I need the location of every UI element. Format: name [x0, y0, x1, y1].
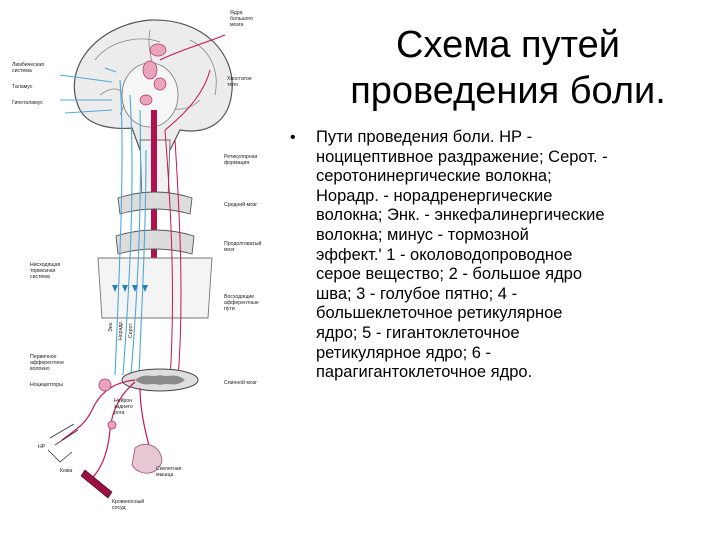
label-serot: Серот.: [128, 322, 134, 338]
svg-text:формация: формация: [224, 160, 249, 166]
svg-text:заднего: заднего: [114, 404, 133, 410]
label-primary-afferent: Первичное: [30, 354, 57, 360]
svg-text:сосуд: сосуд: [112, 505, 126, 511]
label-np: НР: [38, 444, 46, 450]
label-skeletal-muscle: Скелетная: [156, 466, 182, 472]
bullet-line: волокна; минус - тормозной: [316, 225, 529, 244]
label-midbrain: Средний мозг: [224, 201, 257, 208]
label-blood-vessel: Кровеносный: [112, 498, 144, 505]
label-thalamus: Таламус: [12, 84, 33, 90]
bullet-line: серотонинергические волокна;: [316, 167, 552, 186]
label-caudate: Хвостатое: [227, 76, 252, 82]
svg-text:мышца: мышца: [156, 472, 173, 478]
label-limbic: Лимбическая: [12, 62, 44, 68]
bullet-text: Пути проведения боли. НР - ноцицептивное…: [316, 128, 710, 383]
bullet-list: • Пути проведения боли. НР - ноцицептивн…: [290, 128, 710, 383]
ascending-fibers: [159, 34, 226, 381]
bullet-line: волокна; Энк. - энкефалинергические: [316, 206, 605, 225]
bullet-line: эффект.' 1 - околоводопроводное: [316, 245, 573, 264]
pain-pathways-diagram: Ядра большого мозга Лимбическая система …: [12, 10, 261, 511]
svg-text:тормозная: тормозная: [30, 268, 56, 274]
label-norad: Норадр.: [118, 320, 124, 340]
midbrain-section: [117, 191, 193, 215]
title-line: проведения боли.: [350, 70, 666, 112]
descending-fibers: [59, 67, 147, 376]
label-nociceptors: Ноцицепторы: [30, 382, 63, 388]
svg-text:мозга: мозга: [230, 22, 244, 28]
diagram-labels: Ядра большого мозга Лимбическая система …: [12, 10, 261, 511]
skeletal-muscle-shape: [131, 443, 163, 474]
cord-arrows: [112, 285, 148, 292]
spinal-cord-section: [121, 368, 199, 392]
title-line: Схема путей: [396, 24, 620, 66]
svg-text:пути: пути: [224, 306, 235, 312]
brain: [73, 19, 233, 151]
bullet-dot-icon: •: [290, 129, 296, 146]
bullet-line: ноцицептивное раздражение; Серот. -: [316, 147, 608, 166]
svg-text:мозг: мозг: [224, 247, 235, 253]
svg-text:афферентное: афферентное: [30, 360, 64, 366]
brain-nuclei: [139, 43, 167, 106]
bullet-line: серое вещество; 2 - большое ядро: [316, 265, 583, 284]
label-ascending: Восходящие: [224, 294, 254, 300]
medulla-section: [115, 229, 195, 255]
slide-title: Схема путей проведения боли.: [318, 22, 698, 114]
svg-text:система: система: [30, 274, 50, 280]
bullet-line: шва; 3 - голубое пятно; 4 -: [316, 284, 518, 303]
blood-vessel-shape: [80, 469, 113, 499]
bullet-line: ретикулярное ядро; 6 -: [316, 343, 491, 362]
svg-text:система: система: [12, 68, 32, 74]
bullet-line: большеклеточное ретикулярное: [316, 304, 563, 323]
label-spinal: Спинной мозг: [224, 379, 257, 386]
label-reticular: Ретикулярная: [224, 154, 257, 160]
svg-text:рога: рога: [114, 410, 125, 416]
label-neuron: Нейрон: [114, 397, 132, 404]
label-skin: Кожа: [60, 468, 72, 474]
label-cortex-nuclei: Ядра: [230, 10, 243, 16]
bullet-line: Норадр. - норадренергические: [316, 186, 553, 205]
label-descending: Нисходящая: [30, 262, 61, 268]
label-hypothalamus: Гипоталамус: [12, 100, 43, 106]
ganglion: [98, 378, 117, 430]
skin: [47, 423, 79, 463]
label-medulla: Продолговатый: [224, 240, 261, 247]
svg-text:афферентные: афферентные: [224, 300, 259, 306]
bullet-line: парагигантоклеточное ядро.: [316, 363, 533, 382]
bullet-line: ядро; 5 - гигантоклеточное: [316, 323, 520, 342]
svg-text:большого: большого: [230, 16, 253, 22]
label-enk: Энк.: [108, 322, 114, 332]
svg-text:волокно: волокно: [30, 366, 50, 372]
bullet-line: Пути проведения боли. НР -: [316, 128, 533, 146]
svg-text:тело: тело: [227, 82, 238, 88]
spinal-column: [97, 257, 213, 319]
